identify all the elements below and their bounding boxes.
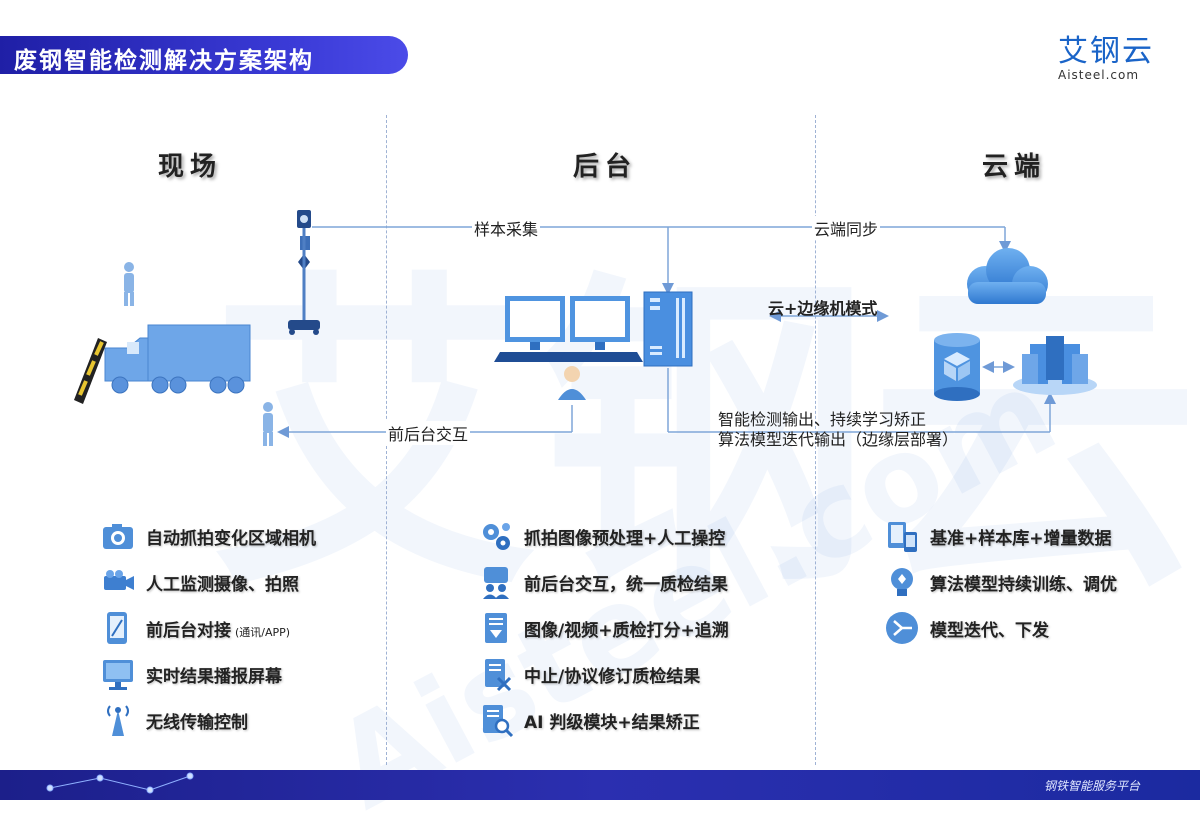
feature-item: 实时结果播报屏幕 bbox=[100, 656, 282, 692]
feature-item: 基准+样本库+增量数据 bbox=[884, 518, 1112, 554]
tablet-icon bbox=[107, 612, 127, 644]
feature-label: 抓拍图像预处理+人工操控 bbox=[524, 528, 726, 549]
footer-bar: 钢铁智能服务平台 bbox=[0, 770, 1200, 800]
logo-name: 艾钢云 bbox=[1058, 34, 1154, 69]
feature-label: AI 判级模块+结果矫正 bbox=[524, 712, 700, 733]
feature-item: 前后台交互，统一质检结果 bbox=[478, 564, 728, 600]
sample-collection-label: 样本采集 bbox=[472, 216, 541, 240]
document-download-icon bbox=[485, 613, 507, 643]
feature-item: 无线传输控制 bbox=[100, 702, 248, 738]
column-heading-site: 现场 bbox=[158, 152, 223, 182]
feature-label: 前后台交互，统一质检结果 bbox=[524, 574, 728, 595]
network-nodes-icon bbox=[46, 772, 194, 794]
feature-item: 前后台对接(通讯/APP) bbox=[100, 610, 290, 646]
devices-icon bbox=[888, 522, 917, 552]
document-cancel-icon bbox=[485, 659, 512, 692]
feature-label: 前后台对接(通讯/APP) bbox=[146, 620, 291, 641]
detection-output-label: 智能检测输出、持续学习矫正 算法模型迭代输出（边缘层部署） bbox=[718, 410, 958, 450]
camera-icon bbox=[103, 524, 133, 549]
column-divider-right bbox=[815, 115, 816, 765]
feature-item: 抓拍图像预处理+人工操控 bbox=[478, 518, 725, 554]
feature-item: 算法模型持续训练、调优 bbox=[884, 564, 1117, 600]
camera-pole-icon bbox=[288, 210, 320, 335]
feature-item: 中止/协议修订质检结果 bbox=[478, 656, 700, 692]
column-heading-backend: 后台 bbox=[573, 152, 638, 182]
feature-label: 自动抓拍变化区域相机 bbox=[146, 528, 316, 549]
logo-domain: Aisteel.com bbox=[1058, 68, 1140, 82]
footer-slogan: 钢铁智能服务平台 bbox=[1043, 779, 1140, 793]
server-rack-icon bbox=[643, 291, 693, 367]
antenna-icon bbox=[107, 705, 129, 736]
cloud-icon bbox=[967, 248, 1048, 304]
interaction-label: 前后台交互 bbox=[386, 421, 471, 445]
merge-icon bbox=[886, 612, 918, 644]
document-search-icon bbox=[483, 705, 514, 738]
workstation-monitor-icon bbox=[494, 296, 578, 362]
brand-logo: 艾钢云 Aisteel.com bbox=[1058, 34, 1158, 83]
feature-item: AI 判级模块+结果矫正 bbox=[478, 702, 700, 738]
gears-icon bbox=[483, 523, 510, 550]
bulb-icon bbox=[891, 568, 913, 596]
page-title: 废钢智能检测解决方案架构 bbox=[14, 48, 314, 74]
flow-lines bbox=[277, 226, 1056, 438]
feature-note: (通讯/APP) bbox=[235, 625, 291, 639]
feature-item: 自动抓拍变化区域相机 bbox=[100, 518, 316, 554]
feature-item: 人工监测摄像、拍照 bbox=[100, 564, 299, 600]
title-bar: 废钢智能检测解决方案架构 bbox=[0, 36, 408, 74]
architecture-diagram bbox=[74, 210, 1097, 446]
workstation-monitor-icon bbox=[559, 296, 643, 362]
detection-output-line: 智能检测输出、持续学习矫正 bbox=[718, 410, 927, 429]
feature-label: 人工监测摄像、拍照 bbox=[146, 574, 299, 595]
cloud-edge-mode-label: 云+边缘机模式 bbox=[768, 299, 878, 318]
feature-label: 算法模型持续训练、调优 bbox=[930, 574, 1117, 595]
person-icon bbox=[124, 262, 134, 306]
feature-label: 基准+样本库+增量数据 bbox=[930, 528, 1112, 549]
server-cluster-icon bbox=[1013, 336, 1097, 395]
feature-label: 无线传输控制 bbox=[146, 712, 248, 733]
feature-label: 模型迭代、下发 bbox=[930, 620, 1049, 641]
model-output-line: 算法模型迭代输出（边缘层部署） bbox=[718, 430, 959, 449]
operator-avatar-icon bbox=[558, 366, 586, 400]
cloud-sync-label: 云端同步 bbox=[812, 216, 881, 240]
feature-label: 图像/视频+质检打分+追溯 bbox=[524, 620, 729, 641]
column-heading-cloud: 云端 bbox=[982, 152, 1047, 182]
monitor-icon bbox=[103, 660, 133, 690]
database-icon bbox=[934, 333, 980, 401]
truck-icon bbox=[74, 324, 251, 404]
users-icon bbox=[483, 567, 509, 599]
operator-person-icon bbox=[263, 402, 273, 446]
feature-label: 实时结果播报屏幕 bbox=[146, 666, 282, 687]
feature-label: 中止/协议修订质检结果 bbox=[524, 666, 701, 687]
video-camera-icon bbox=[104, 570, 134, 590]
feature-item: 模型迭代、下发 bbox=[884, 610, 1049, 646]
feature-item: 图像/视频+质检打分+追溯 bbox=[478, 610, 729, 646]
